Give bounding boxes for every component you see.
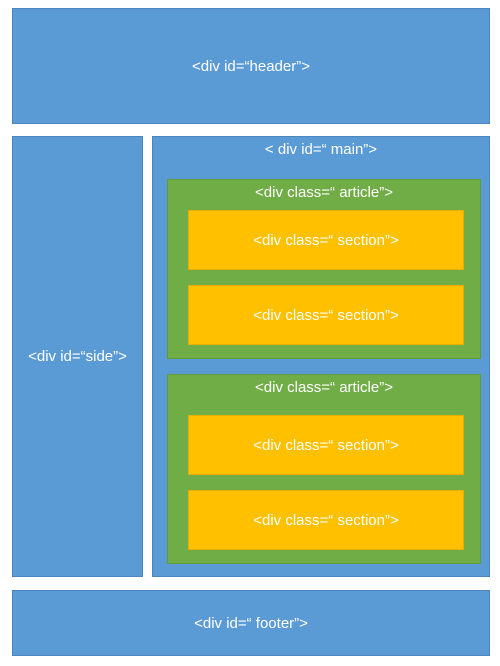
side-box: <div id=“side”> [12,136,143,577]
section-box: <div class=“ section”> [188,415,464,475]
section-box: <div class=“ section”> [188,285,464,345]
header-box: <div id=“header”> [12,8,490,124]
side-label: <div id=“side”> [28,348,127,365]
section-label: <div class=“ section”> [253,511,399,529]
footer-box: <div id=“ footer”> [12,590,490,656]
section-label: <div class=“ section”> [253,306,399,324]
section-label: <div class=“ section”> [253,231,399,249]
footer-label: <div id=“ footer”> [194,614,308,632]
header-label: <div id=“header”> [192,57,310,75]
article-label: <div class=“ article”> [255,379,393,396]
main-label: < div id=“ main”> [264,141,378,158]
section-label: <div class=“ section”> [253,436,399,454]
section-box: <div class=“ section”> [188,490,464,550]
section-box: <div class=“ section”> [188,210,464,270]
article-label: <div class=“ article”> [255,184,393,201]
